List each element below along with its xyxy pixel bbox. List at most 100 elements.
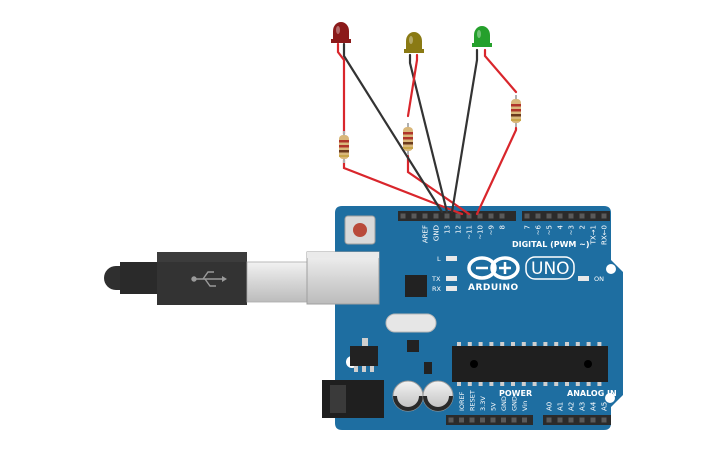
status-led-l: [446, 256, 457, 261]
wire-yellow-led-anode[interactable]: [406, 53, 419, 118]
header-pin[interactable]: [499, 213, 505, 219]
wire-yellow-led-ground[interactable]: [408, 53, 449, 214]
header-pin[interactable]: [400, 213, 406, 219]
header-pin[interactable]: [455, 213, 461, 219]
wire-green-led-signal[interactable]: [475, 126, 518, 216]
small-chip: [407, 340, 419, 352]
power-pin-label: 5V: [490, 402, 498, 411]
digital-pin-label: GND: [433, 225, 441, 241]
reset-button[interactable]: [344, 215, 376, 245]
analog-pin-label: A3: [579, 402, 587, 411]
header-pin[interactable]: [444, 213, 450, 219]
analog-pin-label: A5: [601, 402, 609, 411]
header-pin[interactable]: [501, 417, 506, 423]
resistor-red-led[interactable]: [339, 131, 349, 163]
wire-green-led-anode[interactable]: [483, 48, 518, 94]
usb-plug-metal: [246, 261, 310, 303]
header-pin[interactable]: [601, 417, 607, 423]
digital-pin-label: 12: [455, 225, 463, 234]
digital-pin-label: 13: [444, 225, 452, 234]
header-pin[interactable]: [568, 417, 574, 423]
header-pin[interactable]: [546, 417, 552, 423]
power-header-label: POWER: [499, 389, 532, 398]
usb-b-port: [306, 251, 380, 305]
board-brand-label: ARDUINO: [468, 283, 519, 293]
header-pin[interactable]: [459, 417, 464, 423]
power-pin-label: GND: [511, 396, 519, 411]
header-pin[interactable]: [433, 213, 439, 219]
header-pin[interactable]: [557, 213, 563, 219]
usb-cable[interactable]: [104, 252, 310, 305]
digital-header[interactable]: [398, 211, 610, 221]
mounting-hole: [606, 264, 616, 274]
analog-pin-label: A2: [568, 402, 576, 411]
digital-pin-label: ~3: [568, 225, 576, 235]
status-led-on: [578, 276, 589, 281]
header-pin[interactable]: [524, 213, 530, 219]
usb-symbol-icon: [191, 271, 227, 287]
wire-red-led-anode[interactable]: [336, 42, 346, 136]
capacitor: [422, 380, 454, 412]
header-pin[interactable]: [480, 417, 485, 423]
digital-pin-label: 8: [499, 225, 507, 229]
crystal-oscillator: [385, 313, 437, 333]
usb-controller-chip: [405, 275, 427, 297]
header-pin[interactable]: [488, 213, 494, 219]
header-pin[interactable]: [511, 417, 517, 423]
led-red[interactable]: [331, 22, 351, 43]
analog-header[interactable]: [543, 415, 611, 425]
header-pin[interactable]: [568, 213, 574, 219]
header-pin[interactable]: [422, 213, 428, 219]
resistor-yellow-led[interactable]: [403, 123, 413, 155]
analog-header-label: ANALOG IN: [567, 389, 617, 398]
status-led-rx: [446, 286, 457, 291]
voltage-regulator: [350, 338, 378, 372]
wire-yellow-led-signal[interactable]: [406, 154, 471, 216]
header-pin[interactable]: [579, 213, 585, 219]
digital-pin-label: AREF: [422, 225, 430, 243]
wire-red-led-signal[interactable]: [342, 158, 464, 216]
led-yellow[interactable]: [404, 32, 424, 53]
header-pin[interactable]: [535, 213, 541, 219]
header-pin[interactable]: [469, 417, 475, 423]
header-pin[interactable]: [490, 417, 496, 423]
header-pin[interactable]: [590, 213, 596, 219]
digital-pin-label: ~11: [466, 225, 474, 240]
header-pin[interactable]: [590, 417, 596, 423]
board-model-badge: UNO: [525, 256, 575, 280]
power-jack: [322, 380, 384, 418]
wires: [336, 42, 518, 216]
wire-red-led-ground[interactable]: [342, 42, 444, 214]
header-pin[interactable]: [601, 213, 607, 219]
header-pin[interactable]: [579, 417, 585, 423]
power-header[interactable]: [446, 415, 533, 425]
analog-pin-label: A1: [557, 402, 565, 411]
wire-green-led-ground[interactable]: [450, 48, 479, 214]
header-pin[interactable]: [466, 213, 472, 219]
digital-pin-label: ~10: [477, 225, 485, 240]
power-pin-label: Vin: [521, 401, 529, 411]
header-pin[interactable]: [557, 417, 563, 423]
digital-pin-label: 7: [524, 225, 532, 229]
digital-pin-label: TX→1: [590, 225, 598, 245]
mounting-hole: [605, 393, 615, 403]
header-pin[interactable]: [477, 213, 483, 219]
digital-pin-label: ~6: [535, 224, 543, 235]
board-model-label: UNO: [531, 259, 570, 279]
power-pin-label: RESET: [469, 390, 477, 411]
header-pin[interactable]: [522, 417, 527, 423]
power-pin-label: 3.3V: [479, 396, 487, 411]
digital-pin-label: ~9: [488, 225, 496, 235]
header-pin[interactable]: [448, 417, 454, 423]
led-label-l: L: [437, 255, 441, 263]
led-label-rx: RX: [432, 285, 442, 293]
header-pin[interactable]: [411, 213, 417, 219]
header-pin[interactable]: [546, 213, 552, 219]
led-green[interactable]: [472, 26, 492, 47]
status-led-tx: [446, 276, 457, 281]
resistor-green-led[interactable]: [511, 95, 521, 127]
